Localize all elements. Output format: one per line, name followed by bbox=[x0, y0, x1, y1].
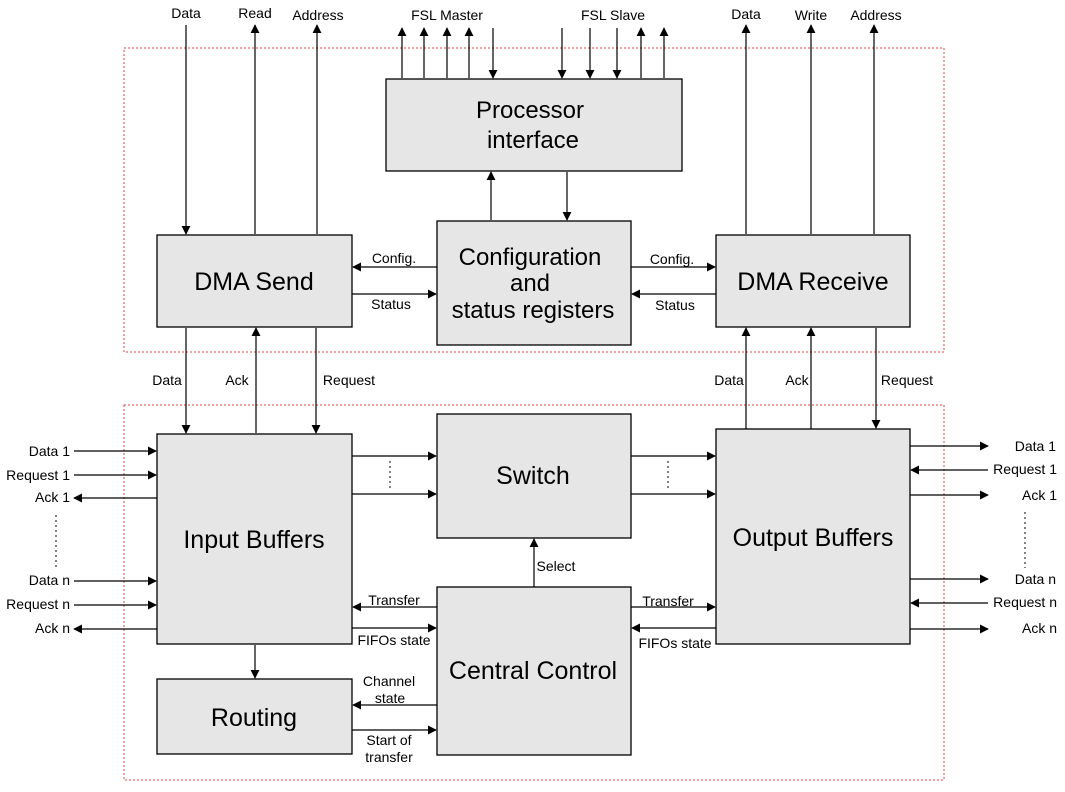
send-data-label: Data bbox=[171, 5, 201, 21]
recv-ack-label: Ack bbox=[785, 372, 809, 388]
switch-block: Switch bbox=[436, 413, 632, 539]
input-buffers-box bbox=[156, 433, 353, 645]
dma-receive-block: DMA Receive bbox=[715, 234, 911, 328]
configuration-line1: Configuration bbox=[459, 244, 602, 271]
dma-send-title: DMA Send bbox=[194, 268, 314, 296]
dma-receive-title: DMA Receive bbox=[737, 268, 888, 296]
top-region-border bbox=[123, 47, 945, 353]
output-buffers-box bbox=[715, 428, 911, 645]
fifos-right-label: FIFOs state bbox=[638, 635, 711, 651]
central-control-block: Central Control bbox=[436, 586, 632, 756]
dma-send-block: DMA Send bbox=[156, 234, 353, 328]
send-ack-label: Ack bbox=[225, 372, 249, 388]
recv-data-internal-label: Data bbox=[714, 372, 744, 388]
input-buffers-block: Input Buffers bbox=[156, 433, 353, 645]
switch-title: Switch bbox=[496, 462, 570, 490]
right-request1-label: Request 1 bbox=[993, 461, 1057, 477]
configuration-box bbox=[436, 220, 632, 346]
status-right-label: Status bbox=[655, 297, 695, 313]
right-ackn-label: Ack n bbox=[1022, 620, 1057, 636]
configuration-line2: and bbox=[510, 270, 550, 297]
processor-interface-line2: interface bbox=[487, 127, 579, 154]
routing-box bbox=[156, 678, 353, 755]
input-buffers-title: Input Buffers bbox=[183, 526, 324, 554]
output-buffers-title: Output Buffers bbox=[733, 524, 894, 552]
send-request-label: Request bbox=[323, 372, 375, 388]
fsl-master-label: FSL Master bbox=[411, 7, 483, 23]
processor-interface-block: Processor interface bbox=[385, 78, 683, 172]
dma-send-external-signals: Data Read Address bbox=[171, 5, 344, 235]
send-address-label: Address bbox=[292, 7, 343, 23]
recv-address-label: Address bbox=[850, 7, 901, 23]
output-ports: Data 1 Request 1 Ack 1 Data n Request n … bbox=[910, 438, 1057, 636]
send-read-label: Read bbox=[238, 5, 271, 21]
select-label: Select bbox=[537, 558, 576, 574]
dma-receive-external-signals: Data Write Address bbox=[731, 6, 902, 234]
left-request1-label: Request 1 bbox=[6, 467, 70, 483]
start-transfer-line2: transfer bbox=[365, 749, 413, 765]
right-datan-label: Data n bbox=[1015, 571, 1056, 587]
channel-state-line1: Channel bbox=[363, 673, 415, 689]
status-left-label: Status bbox=[371, 296, 411, 312]
recv-write-label: Write bbox=[795, 7, 828, 23]
left-requestn-label: Request n bbox=[6, 596, 70, 612]
switch-box bbox=[436, 413, 632, 539]
channel-state-line2: state bbox=[375, 690, 406, 706]
dma-receive-box bbox=[715, 234, 911, 328]
fsl-signals: FSL Master FSL Slave bbox=[397, 7, 669, 79]
recv-request-label: Request bbox=[881, 372, 933, 388]
recv-data-label: Data bbox=[731, 6, 761, 22]
routing-block: Routing bbox=[156, 678, 353, 755]
output-buffers-block: Output Buffers bbox=[715, 428, 911, 645]
fifos-left-label: FIFOs state bbox=[357, 632, 430, 648]
input-ports: Data 1 Request 1 Ack 1 Data n Request n … bbox=[6, 443, 157, 636]
central-control-title: Central Control bbox=[449, 657, 617, 685]
configuration-block: Configuration and status registers bbox=[436, 220, 632, 346]
right-requestn-label: Request n bbox=[993, 594, 1057, 610]
configuration-line3: status registers bbox=[452, 297, 615, 324]
fsl-slave-label: FSL Slave bbox=[581, 7, 645, 23]
config-right-label: Config. bbox=[650, 251, 694, 267]
right-data1-label: Data 1 bbox=[1015, 438, 1056, 454]
left-data1-label: Data 1 bbox=[29, 443, 70, 459]
transfer-left-label: Transfer bbox=[368, 592, 420, 608]
send-data-internal-label: Data bbox=[152, 372, 182, 388]
left-ack1-label: Ack 1 bbox=[35, 489, 70, 505]
start-transfer-line1: Start of bbox=[366, 732, 411, 748]
dma-send-box bbox=[156, 234, 353, 328]
left-ackn-label: Ack n bbox=[35, 620, 70, 636]
routing-title: Routing bbox=[211, 704, 297, 732]
right-ack1-label: Ack 1 bbox=[1022, 487, 1057, 503]
config-left-label: Config. bbox=[372, 250, 416, 266]
central-control-box bbox=[436, 586, 632, 756]
processor-interface-line1: Processor bbox=[476, 97, 584, 124]
bottom-region-border bbox=[123, 404, 945, 781]
transfer-right-label: Transfer bbox=[642, 593, 694, 609]
processor-interface-box bbox=[385, 78, 683, 172]
left-datan-label: Data n bbox=[29, 572, 70, 588]
